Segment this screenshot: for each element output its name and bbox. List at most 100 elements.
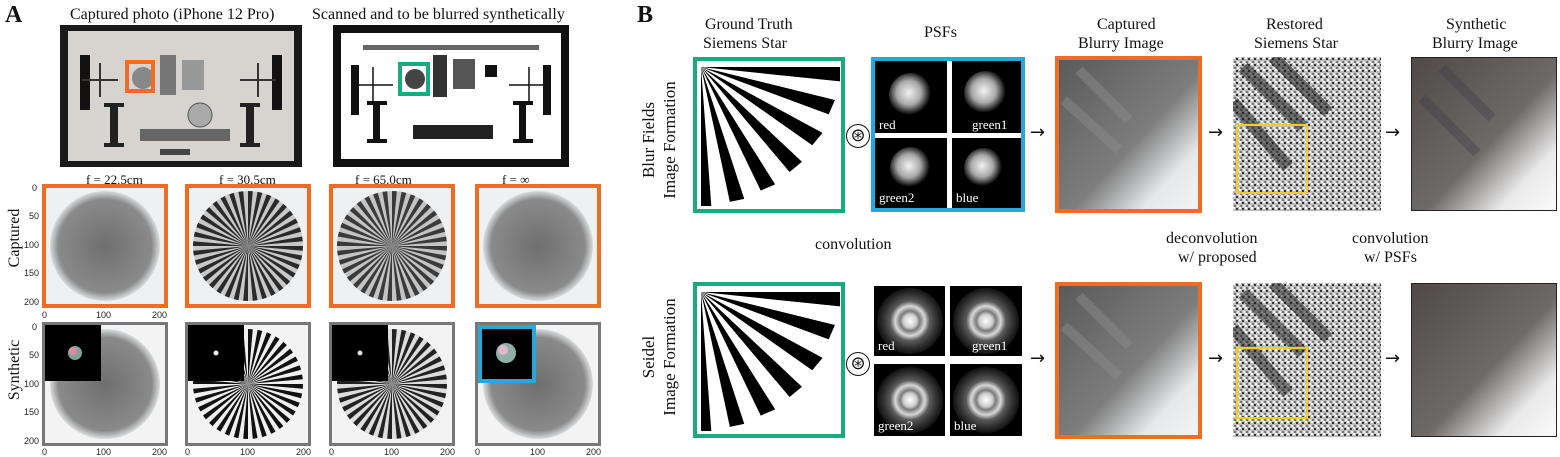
xtick-b4-0: 0: [475, 447, 481, 457]
psf-label-green2: green2: [879, 190, 915, 205]
header-psfs: PSFs: [924, 24, 957, 41]
arrow-row2-psf: →: [1030, 348, 1046, 369]
xtick-b1-0: 0: [42, 447, 48, 457]
focus-label-inf: f = ∞: [502, 172, 530, 187]
gt-star-row1: [693, 57, 845, 213]
ytick-s-200: 200: [24, 436, 40, 446]
op-deconv-line2: w/ proposed: [1178, 249, 1257, 266]
ytick-c-200: 200: [24, 297, 40, 307]
xtick-b3-0: 0: [329, 447, 335, 457]
synthetic-psf-inset-finf: [478, 325, 536, 383]
psf-grid-row1: red green1 green2 blue: [871, 57, 1025, 212]
header-gt-line2: Siemens Star: [703, 35, 787, 52]
row-label-synthetic: Synthetic: [6, 339, 23, 401]
psf-tile-green2: green2: [875, 138, 947, 208]
restored-roi-row1: [1236, 124, 1308, 194]
psf-tile-green1: green1: [952, 61, 1021, 133]
synthetic-blurry-row2: [1411, 283, 1557, 437]
xtick-b2-200: 200: [296, 447, 312, 457]
ytick-s-50: 50: [29, 350, 40, 360]
header-synthetic-line1: Synthetic: [1446, 16, 1507, 33]
scanned-roi-box: [398, 62, 430, 96]
psf-label-red: red: [879, 117, 896, 132]
seidel-label-green1: green1: [972, 338, 1008, 353]
captured-star-finf: [475, 184, 601, 308]
arrow-row1-restore: →: [1385, 122, 1401, 143]
header-restored-line1: Restored: [1266, 16, 1323, 33]
psf-grid-row2: red green1 green2 blue: [874, 286, 1022, 436]
synthetic-star-f30: [185, 322, 311, 446]
restored-row1: [1233, 57, 1381, 211]
captured-blurry-row2: [1055, 282, 1202, 439]
conv-operator-row2: ⊛: [846, 352, 870, 376]
synthetic-star-finf: [475, 322, 601, 446]
seidel-label-green2: green2: [878, 418, 914, 433]
captured-star-f65: [329, 184, 455, 308]
psf-tile-blue: blue: [952, 138, 1021, 208]
xtick-r1-100: 100: [96, 310, 112, 320]
seidel-psf-green1: green1: [950, 286, 1022, 356]
synthetic-star-f65: [329, 322, 455, 446]
focus-label-22-5: f = 22.5cm: [86, 172, 143, 187]
seidel-label-red: red: [878, 338, 895, 353]
row2-label-line1: Seidel: [639, 335, 658, 379]
captured-chart-photo: [60, 25, 302, 167]
header-captured-line1: Captured: [1097, 16, 1156, 33]
synthetic-psf-inset-f22: [45, 325, 101, 381]
xtick-r1-200: 200: [152, 310, 168, 320]
row1-label-line1: Blur Fields: [639, 101, 658, 179]
ytick-c-150: 150: [24, 268, 40, 278]
header-captured-line2: Blurry Image: [1078, 35, 1164, 52]
synthetic-star-f22: [42, 322, 168, 446]
op-convolution: convolution: [815, 236, 892, 253]
arrow-row1-capture: →: [1208, 122, 1224, 143]
captured-photo-title: Captured photo (iPhone 12 Pro): [70, 6, 275, 23]
xtick-b3-200: 200: [440, 447, 456, 457]
xtick-b4-200: 200: [586, 447, 602, 457]
synthetic-psf-inset-f65: [332, 325, 388, 381]
xtick-b1-100: 100: [96, 447, 112, 457]
op-deconv-line1: deconvolution: [1166, 230, 1258, 247]
panel-b-letter: B: [637, 2, 654, 28]
captured-blurry-row1: [1055, 56, 1202, 213]
seidel-psf-red: red: [874, 286, 945, 356]
psf-label-green1: green1: [972, 117, 1008, 132]
arrow-row2-restore: →: [1385, 348, 1401, 369]
captured-star-f30: [185, 184, 311, 308]
seidel-psf-green2: green2: [874, 364, 945, 436]
row2-label-line2: Image Formation: [660, 298, 679, 416]
ytick-c-0: 0: [32, 183, 38, 193]
xtick-r1-0: 0: [42, 310, 48, 320]
xtick-b2-0: 0: [185, 447, 191, 457]
xtick-b1-200: 200: [152, 447, 168, 457]
xtick-b4-100: 100: [530, 447, 546, 457]
captured-star-f22: [42, 184, 168, 308]
arrow-row2-capture: →: [1208, 348, 1224, 369]
header-gt-line1: Ground Truth: [705, 16, 793, 33]
ytick-s-100: 100: [24, 379, 40, 389]
panel-a-letter: A: [5, 2, 23, 28]
op-conv-psfs-line2: w/ PSFs: [1364, 249, 1417, 266]
ytick-c-50: 50: [29, 211, 40, 221]
scanned-title: Scanned and to be blurred synthetically: [312, 6, 565, 23]
ytick-s-0: 0: [32, 322, 38, 332]
seidel-label-blue: blue: [954, 418, 977, 433]
restored-row2: [1233, 283, 1381, 437]
gt-star-row2: [693, 282, 845, 438]
xtick-b2-100: 100: [240, 447, 256, 457]
row-label-captured: Captured: [6, 208, 23, 268]
header-synthetic-line2: Blurry Image: [1432, 35, 1518, 52]
scanned-chart: [333, 25, 569, 167]
focus-label-30-5: f = 30.5cm: [219, 172, 276, 187]
ytick-c-100: 100: [24, 240, 40, 250]
focus-label-65: f = 65.0cm: [355, 172, 412, 187]
arrow-row1-psf: →: [1030, 122, 1046, 143]
xtick-b3-100: 100: [384, 447, 400, 457]
psf-tile-red: red: [875, 61, 947, 133]
conv-operator-row1: ⊛: [846, 124, 870, 148]
row1-label-line2: Image Formation: [660, 81, 679, 199]
seidel-psf-blue: blue: [950, 364, 1022, 436]
psf-label-blue: blue: [956, 190, 979, 205]
ytick-s-150: 150: [24, 407, 40, 417]
op-conv-psfs-line1: convolution: [1352, 230, 1429, 247]
